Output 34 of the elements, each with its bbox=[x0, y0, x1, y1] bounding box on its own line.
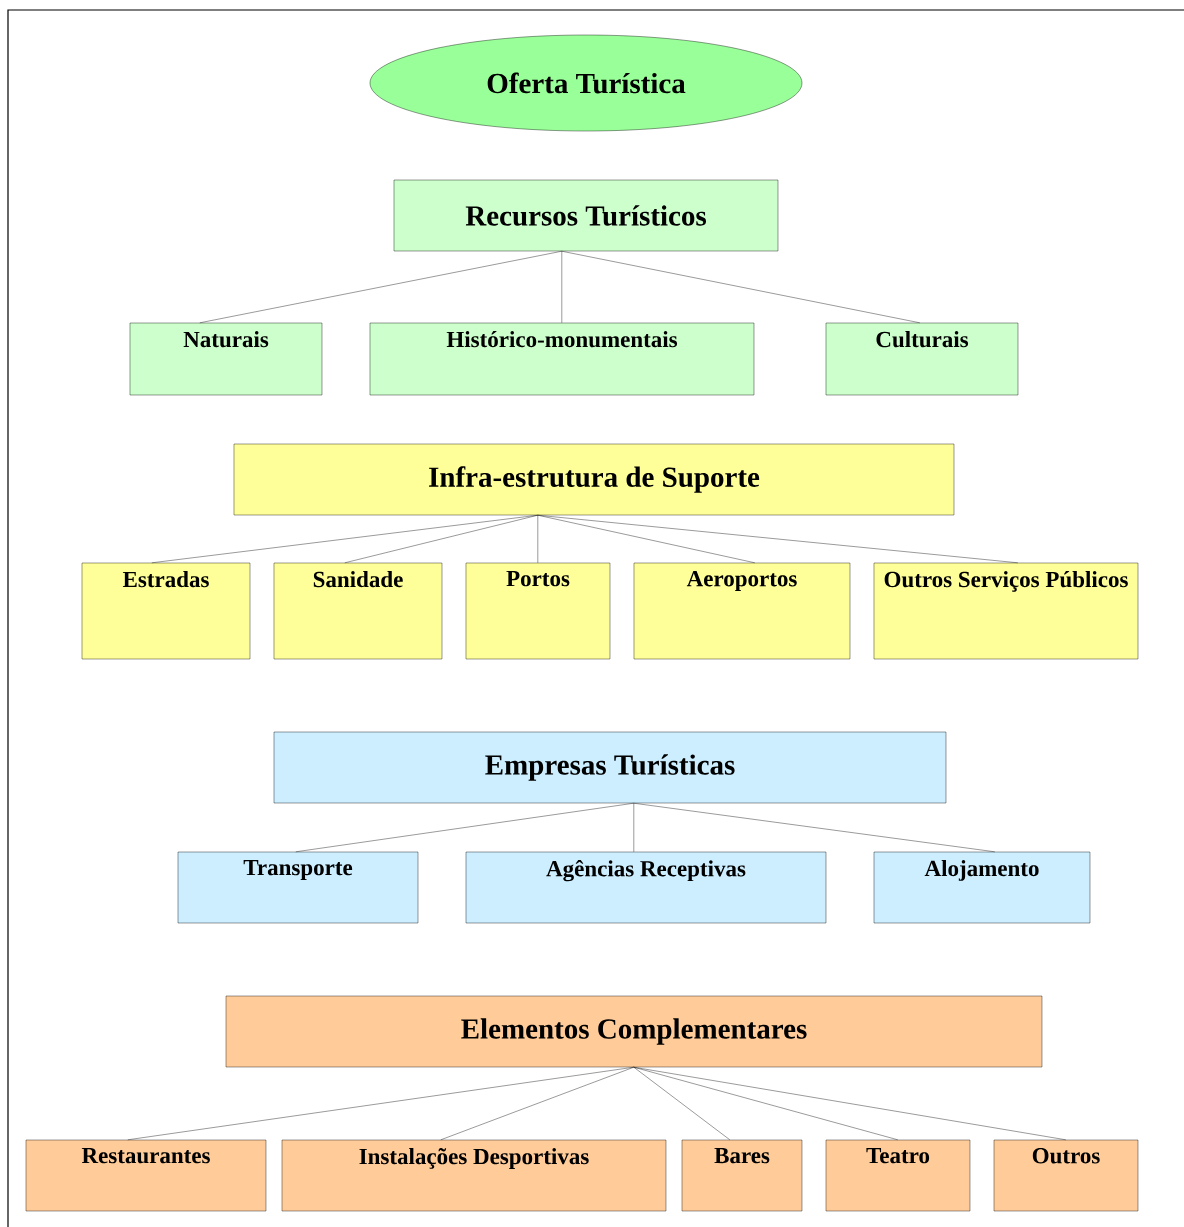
category-box: Empresas Turísticas bbox=[273, 731, 947, 804]
item-box: Instalações Desportivas bbox=[281, 1139, 667, 1212]
connector-line bbox=[561, 251, 920, 323]
category-box: Infra-estrutura de Suporte bbox=[233, 443, 955, 516]
item-box: Teatro bbox=[825, 1139, 971, 1212]
connector-line bbox=[127, 1067, 634, 1140]
item-box: Sanidade bbox=[273, 562, 443, 660]
category-box: Recursos Turísticos bbox=[393, 179, 779, 252]
item-box: Outros Serviços Públicos bbox=[873, 562, 1139, 660]
item-box: Alojamento bbox=[873, 851, 1091, 924]
item-box: Naturais bbox=[129, 322, 323, 396]
item-box: Bares bbox=[681, 1139, 803, 1212]
connector-line bbox=[199, 251, 562, 323]
item-box: Estradas bbox=[81, 562, 251, 660]
connector-line bbox=[633, 1067, 898, 1140]
item-box: Histórico-monumentais bbox=[369, 322, 755, 396]
connector-line bbox=[633, 1067, 730, 1140]
connector-line bbox=[561, 251, 562, 323]
item-box: Culturais bbox=[825, 322, 1019, 396]
connector-line bbox=[295, 803, 634, 852]
item-box: Transporte bbox=[177, 851, 419, 924]
connector-line bbox=[633, 1067, 1066, 1140]
connector-line bbox=[440, 1067, 634, 1140]
item-box: Outros bbox=[993, 1139, 1139, 1212]
item-box: Agências Receptivas bbox=[465, 851, 827, 924]
connector-line bbox=[537, 515, 1018, 563]
connector-line bbox=[537, 515, 538, 563]
connector-line bbox=[633, 803, 634, 852]
category-box: Elementos Complementares bbox=[225, 995, 1043, 1068]
connector-line bbox=[633, 803, 995, 852]
connector-line bbox=[344, 515, 538, 563]
item-box: Restaurantes bbox=[25, 1139, 267, 1212]
item-box: Portos bbox=[465, 562, 611, 660]
item-box: Aeroportos bbox=[633, 562, 851, 660]
